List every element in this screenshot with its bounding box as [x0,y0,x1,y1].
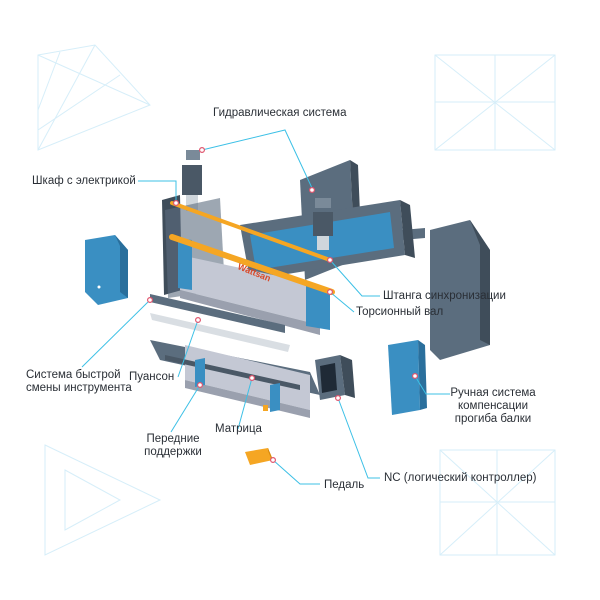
electric-cabinet [85,235,128,305]
hydraulic-cylinder-left [182,150,202,211]
label-pedal: Педаль [324,479,365,491]
decor-pattern-top-right [434,54,556,151]
leader-quick-change [81,299,151,368]
pointer-quick-change [147,297,154,304]
label-front-supports: Передние поддержки [144,433,202,458]
lower-beam [150,340,320,418]
label-punch: Пуансон [129,371,175,383]
torsion-shaft [169,234,335,295]
leader-electric-cabinet [138,180,177,202]
leader-pedal [272,459,320,485]
pointer-hydraulic [199,147,206,154]
upper-beam [178,238,330,335]
leader-punch [177,319,199,378]
pointer-manual-comp [412,373,419,380]
label-die: Матрица [215,423,262,435]
decor-pattern-top-left [37,44,151,151]
pointer-dots [147,147,419,464]
label-hydraulic-system: Гидравлическая система [213,107,347,119]
leader-front-supports [170,384,201,433]
leader-die [237,377,253,430]
quick-change-system [150,294,285,333]
leader-torsion-shaft [329,291,355,313]
die-pin [263,405,268,411]
hydraulic-cylinder-right [313,198,333,250]
nc-controller [315,355,355,400]
label-nc-controller: NC (логический контроллер) [384,472,537,484]
front-supports [195,358,280,412]
leader-manual-comp [414,375,450,395]
leader-nc [337,397,380,479]
leader-hydraulic [201,129,313,189]
punch [150,313,290,352]
right-side-frame [402,220,490,360]
pointer-die [249,375,256,382]
leader-lines [81,129,450,485]
pointer-torsion-shaft [327,289,334,296]
pointer-front-supports [197,382,204,389]
pedal [245,448,273,465]
pointer-pedal [270,457,277,464]
label-quick-change-system: Система быстрой смены инструмента [26,369,132,394]
label-manual-compensation: Ручная система компенсации прогиба балки [450,387,536,425]
label-sync-rod: Штанга синхронизации [383,290,506,302]
label-torsion-shaft: Торсионный вал [356,306,444,318]
pointer-sync-rod [327,257,334,264]
label-electric-cabinet: Шкаф с электрикой [32,175,136,187]
pointer-hydraulic-right [309,187,316,194]
decor-pattern-bottom-left [44,444,162,556]
manual-crowning-system [388,340,427,415]
pointer-electric-cabinet [173,200,180,207]
leader-sync-rod [329,259,380,297]
pointer-punch [195,317,202,324]
decor-pattern-bottom-right [439,449,556,556]
pointer-nc [335,395,342,402]
sync-rod-shaft [170,201,332,262]
